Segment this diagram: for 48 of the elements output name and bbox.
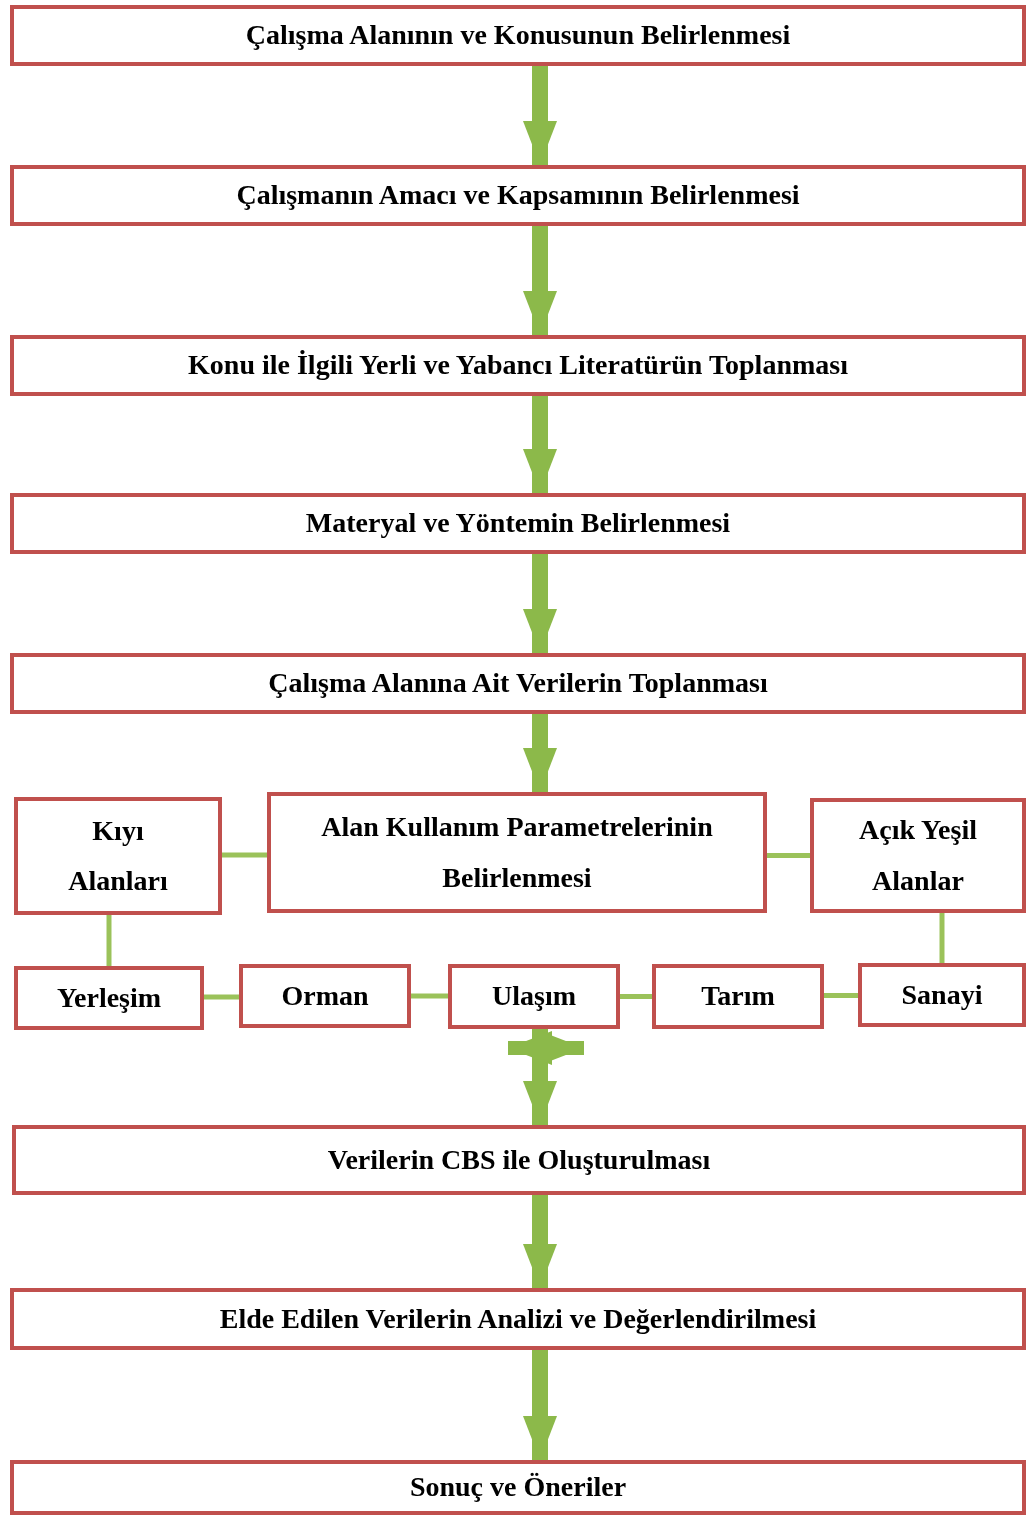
box-label: Tarım: [701, 979, 775, 1014]
box-label: Kıyı Alanları: [67, 813, 169, 898]
process-box: [10, 335, 1026, 396]
connector-line: [106, 915, 112, 966]
process-box: [239, 964, 411, 1028]
block-arrow: [523, 66, 557, 165]
process-box: [448, 964, 620, 1029]
box-label: Materyal ve Yöntemin Belirlenmesi: [305, 506, 731, 541]
process-box: [12, 1125, 1026, 1195]
block-arrow: [523, 226, 557, 335]
connector-line: [767, 853, 810, 858]
connector-line: [939, 913, 945, 963]
box-label: Sonuç ve Öneriler: [409, 1470, 627, 1505]
box-label: Ulaşım: [492, 979, 576, 1014]
box-label: Verilerin CBS ile Oluşturulması: [327, 1142, 711, 1177]
process-box: [267, 792, 767, 913]
connector-line: [620, 994, 652, 999]
block-arrow: [523, 714, 557, 792]
block-arrow: [523, 554, 557, 653]
block-arrow: [523, 1195, 557, 1288]
block-arrow: [523, 396, 557, 493]
process-box: [10, 653, 1026, 714]
process-box: [14, 966, 204, 1030]
box-label: Elde Edilen Verilerin Analizi ve Değerlendirilmesi: [219, 1301, 817, 1336]
box-label: Çalışma Alanına Ait Verilerin Toplanması: [268, 666, 768, 701]
box-label: Açık Yeşil Alanlar: [858, 813, 978, 898]
process-box: [858, 963, 1026, 1027]
box-label: Alan Kullanım Parametrelerinin Belirlenmesi: [320, 810, 714, 895]
process-box: [10, 165, 1026, 226]
box-label: Yerleşim: [56, 980, 162, 1015]
connector-line: [222, 852, 267, 858]
process-box: [14, 797, 222, 915]
connector-line: [824, 993, 858, 998]
process-box: [10, 1460, 1026, 1515]
connector-line: [204, 994, 239, 1000]
box-label: Konu ile İlgili Yerli ve Yabancı Literatürün Toplanması: [188, 348, 848, 383]
connector-line: [411, 993, 448, 999]
box-label: Orman: [281, 978, 369, 1013]
process-box: [810, 798, 1026, 913]
process-box: [10, 5, 1026, 66]
block-arrow: [523, 1350, 557, 1460]
box-label: Çalışmanın Amacı ve Kapsamının Belirlenmesi: [236, 178, 800, 213]
process-box: [10, 493, 1026, 554]
box-label: Çalışma Alanının ve Konusunun Belirlenmesi: [245, 18, 791, 53]
process-box: [10, 1288, 1026, 1350]
box-label: Sanayi: [901, 977, 983, 1012]
block-arrow: [523, 1029, 557, 1125]
process-box: [652, 964, 824, 1029]
